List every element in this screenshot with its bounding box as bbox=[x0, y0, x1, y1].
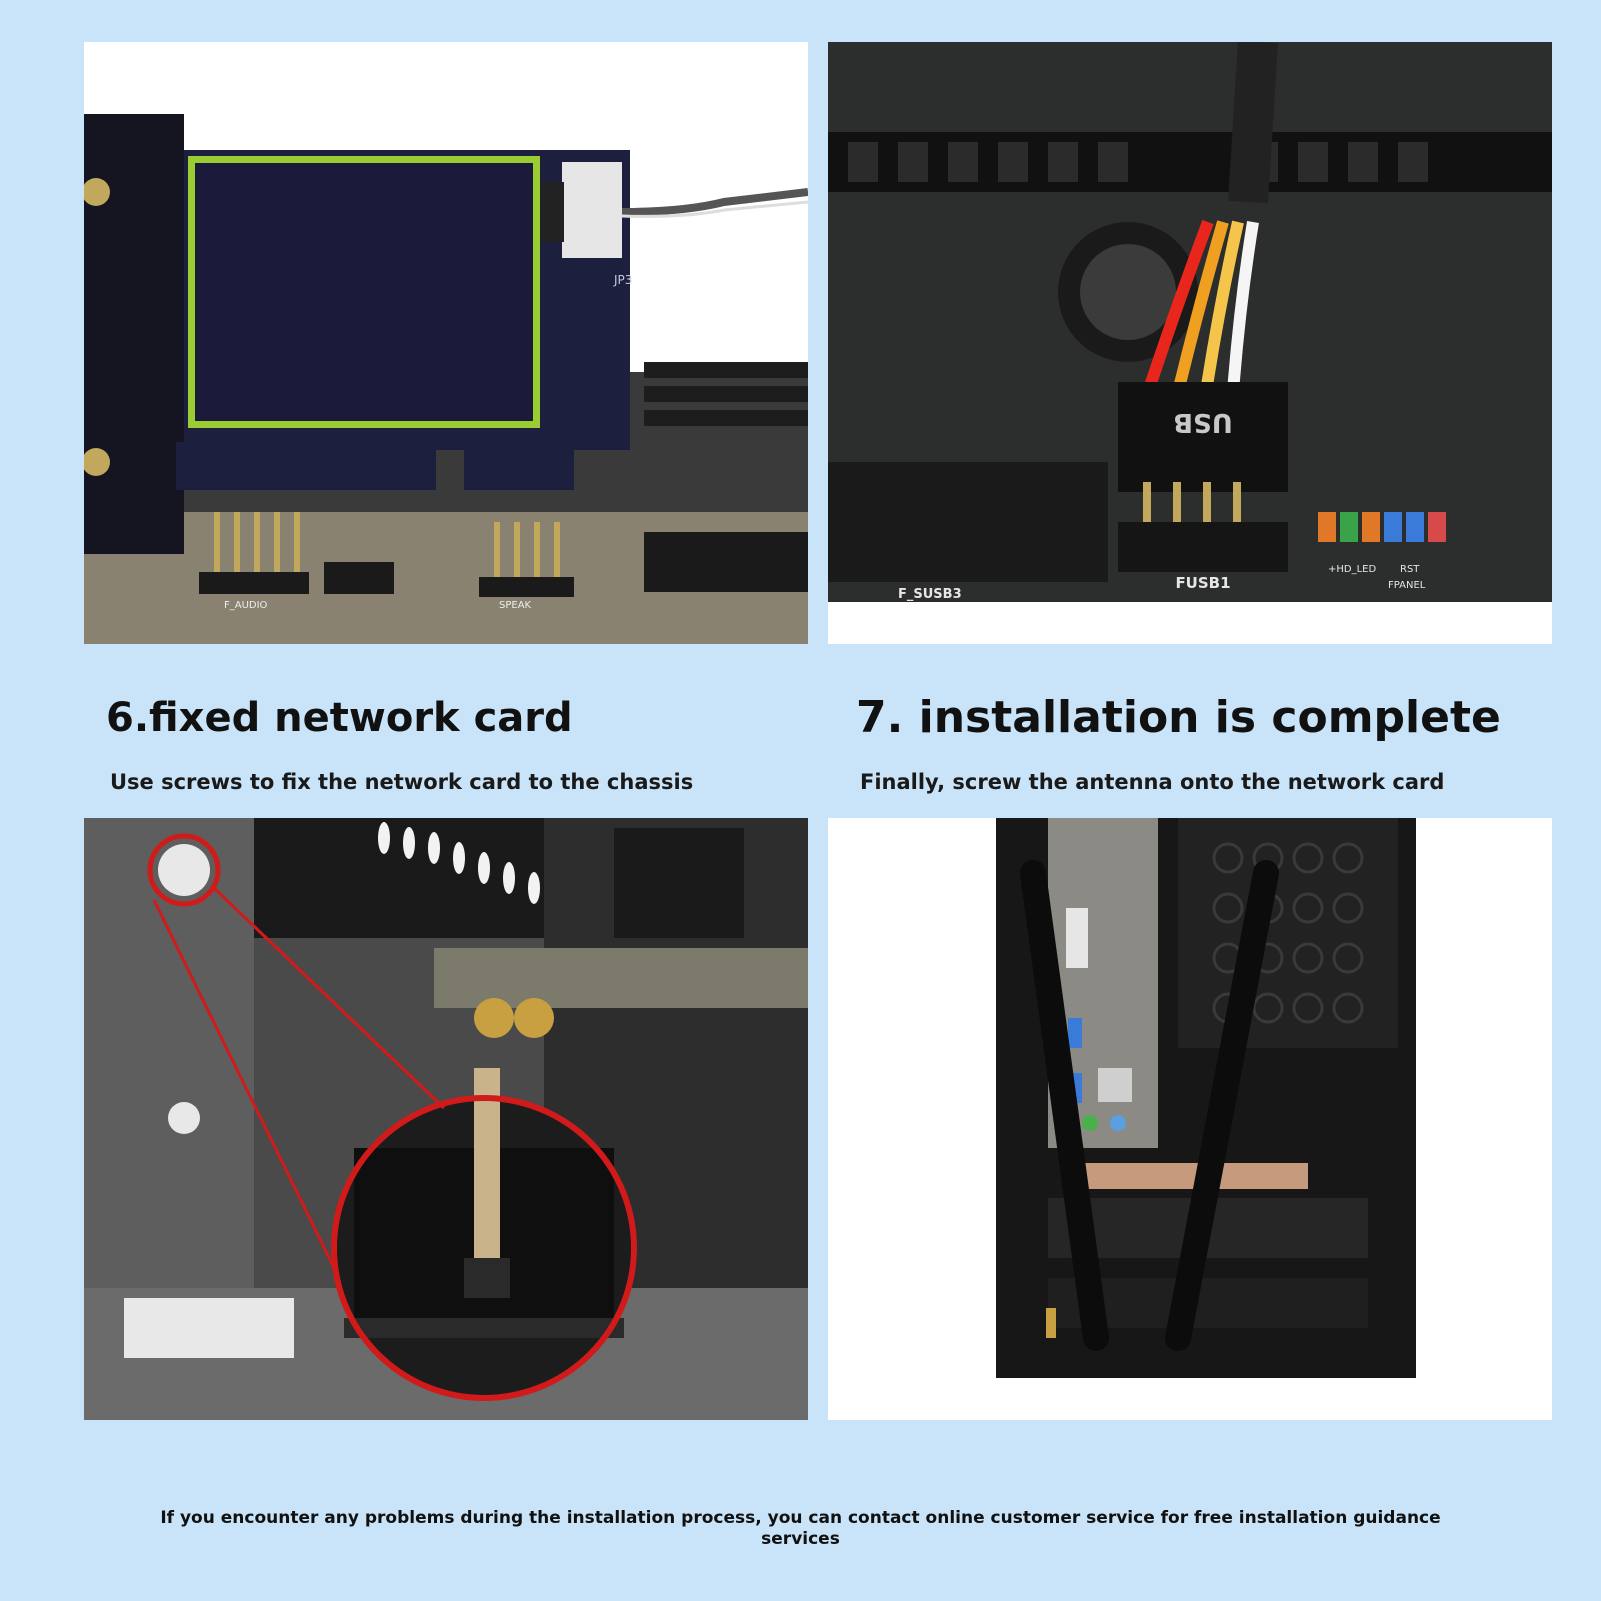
photo-usb-header-connection: USB FUSB1 F_SUSB3 +HD_LED RST FPANEL bbox=[828, 42, 1552, 644]
label-f-susb3: F_SUSB3 bbox=[898, 587, 962, 602]
photo-network-card-installed: JP3 F_AUDIO SPEAK bbox=[84, 42, 808, 644]
label-fpanel: FPANEL bbox=[1388, 580, 1426, 591]
label-rst: RST bbox=[1400, 564, 1420, 575]
label-f-audio: F_AUDIO bbox=[224, 600, 268, 611]
step-7-title: 7. installation is complete bbox=[856, 692, 1501, 743]
step-6-subtitle: Use screws to fix the network card to th… bbox=[110, 770, 694, 794]
label-jp3: JP3 bbox=[613, 273, 632, 287]
label-hd-led: +HD_LED bbox=[1328, 564, 1376, 575]
label-speak: SPEAK bbox=[499, 600, 532, 611]
photo-antennas-installed bbox=[828, 818, 1552, 1420]
photo-screw-fix-card bbox=[84, 818, 808, 1420]
step-7-subtitle: Finally, screw the antenna onto the netw… bbox=[860, 770, 1445, 794]
footer-support-note: If you encounter any problems during the… bbox=[160, 1508, 1441, 1549]
label-fusb1: FUSB1 bbox=[1175, 574, 1230, 592]
label-usb: USB bbox=[1173, 407, 1233, 437]
step-6-title: 6.fixed network card bbox=[106, 695, 573, 741]
